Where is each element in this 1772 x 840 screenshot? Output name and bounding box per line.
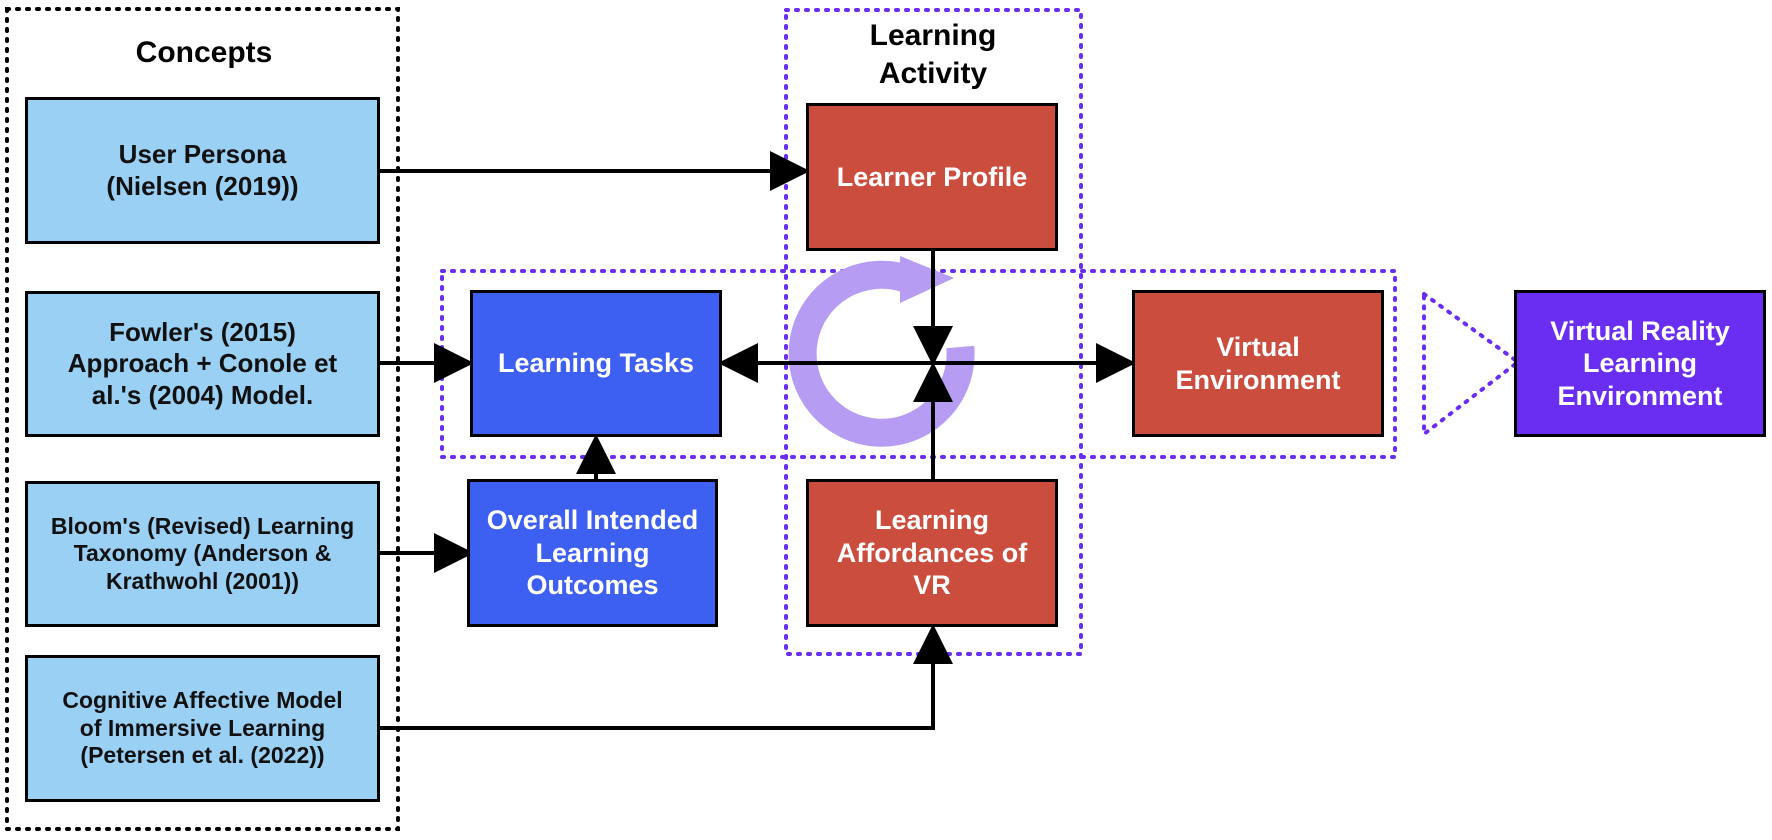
concepts-heading: Concepts (135, 36, 273, 69)
learning-tasks-box: Learning Tasks (470, 290, 722, 437)
concept-user-persona: User Persona (Nielsen (2019)) (25, 97, 380, 244)
dotted-triangle-arrow (1422, 290, 1522, 439)
learner-profile-box: Learner Profile (806, 103, 1058, 251)
arrow-cognitive-to-affordances (380, 624, 953, 730)
overall-intended-learning-outcomes-box: Overall Intended Learning Outcomes (467, 479, 718, 627)
concept-fowler-conole: Fowler's (2015) Approach + Conole et al.… (25, 291, 380, 437)
refresh-cycle-icon (788, 256, 975, 447)
learning-activity-heading: Learning Activity (869, 19, 997, 90)
concept-bloom-taxonomy: Bloom's (Revised) Learning Taxonomy (And… (25, 481, 380, 627)
concept-cognitive-affective-model: Cognitive Affective Model of Immersive L… (25, 655, 380, 802)
virtual-environment-box: Virtual Environment (1132, 290, 1384, 437)
learning-affordances-box: Learning Affordances of VR (806, 479, 1058, 627)
concepts-frame (5, 7, 400, 831)
vr-learning-environment-box: Virtual Reality Learning Environment (1514, 290, 1766, 437)
